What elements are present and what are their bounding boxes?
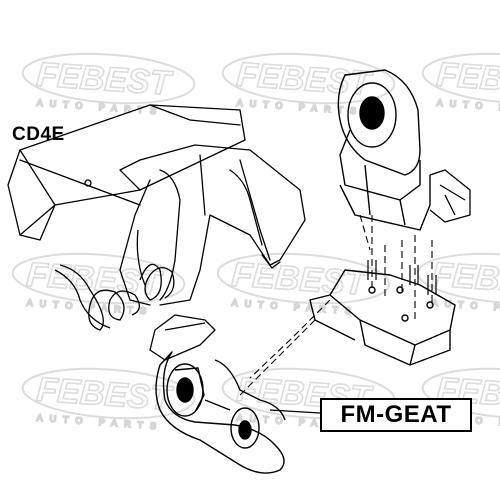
watermark-brand-text: FEBEST xyxy=(35,371,175,418)
engine-code-label: CD4E xyxy=(12,124,65,145)
coil-spring-left xyxy=(54,264,140,331)
coil-spring-center xyxy=(136,229,175,301)
body-bracket-right xyxy=(429,169,471,223)
transmission-housing xyxy=(7,104,306,306)
bracket-rear xyxy=(149,314,216,361)
watermark-brand-text: FEBEST xyxy=(430,256,500,303)
watermark-tagline-text: AUTO PARTS xyxy=(436,98,500,117)
watermark-brand-text: FEBEST xyxy=(435,56,500,103)
bolt-studs xyxy=(367,260,437,295)
watermark-brand-text: FEBEST xyxy=(35,56,175,103)
transmission-mount xyxy=(155,351,286,474)
leader-line xyxy=(269,409,321,414)
bolt-projection-lines xyxy=(239,214,433,396)
watermark-brand-text: FEBEST xyxy=(235,56,375,103)
watermark-brand-text: FEBEST xyxy=(230,256,370,303)
part-number-label: FM-GEAT xyxy=(320,398,472,432)
engine-mount-upper xyxy=(337,69,431,231)
watermark-brand-text: FEBEST xyxy=(25,256,165,303)
lower-bracket xyxy=(309,269,456,366)
